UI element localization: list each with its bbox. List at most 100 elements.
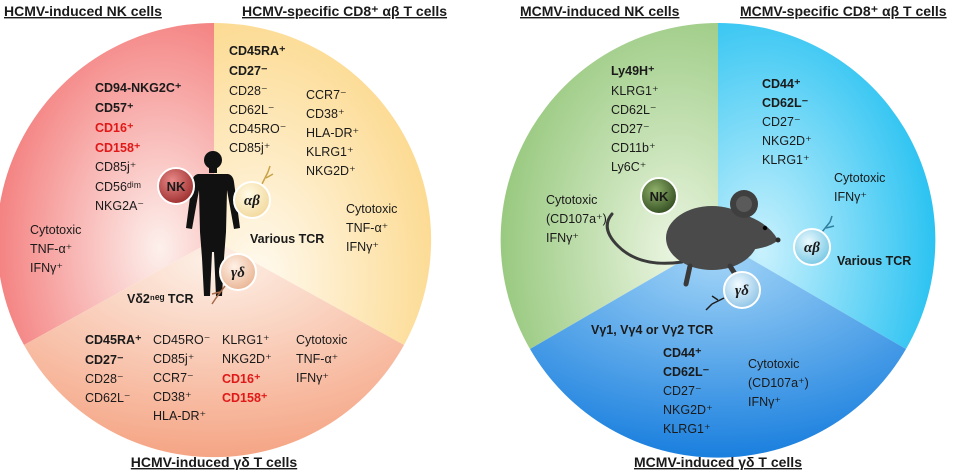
hcmv-nk-cell-label: NK <box>167 179 186 194</box>
function: Cytotoxic <box>546 193 597 207</box>
hcmv-gd-sector <box>24 240 404 458</box>
marker: CD27⁻ <box>663 384 702 398</box>
marker: KLRG1⁺ <box>762 153 810 167</box>
function: IFNγ⁺ <box>346 240 379 254</box>
function: Cytotoxic <box>30 223 81 237</box>
function: TNF-α⁺ <box>296 352 338 366</box>
function: TNF-α⁺ <box>346 221 388 235</box>
marker: CD27⁻ <box>611 122 650 136</box>
marker: CD45RA⁺ <box>229 44 286 58</box>
marker: NKG2D⁺ <box>762 134 812 148</box>
marker: CD45RO⁻ <box>153 333 210 347</box>
hcmv-nk-cell-icon: NK <box>157 167 195 205</box>
marker: CCR7⁻ <box>153 371 194 385</box>
hcmv-nk-function-list: Cytotoxic TNF-α⁺ IFNγ⁺ <box>30 223 81 275</box>
mcmv-cd8-marker-list: CD44⁺ CD62L⁻ CD27⁻ NKG2D⁺ KLRG1⁺ <box>762 77 812 167</box>
marker: CD57⁺ <box>95 101 134 115</box>
hcmv-gd-title: HCMV-induced γδ T cells <box>131 454 298 470</box>
marker: CD85j⁺ <box>153 352 194 366</box>
marker: CD94-NKG2C⁺ <box>95 81 182 95</box>
hcmv-gd-marker-list-3: KLRG1⁺ NKG2D⁺ CD16⁺ CD158⁺ <box>222 333 272 405</box>
function: (CD107a⁺) <box>546 212 607 226</box>
marker: CD27⁻ <box>762 115 801 129</box>
marker: NKG2D⁺ <box>222 352 272 366</box>
marker: CD158⁺ <box>222 391 268 405</box>
marker: CD44⁺ <box>762 77 801 91</box>
mcmv-gd-title: MCMV-induced γδ T cells <box>634 454 802 470</box>
hcmv-ab-cell-label: αβ <box>244 193 260 209</box>
marker: CD85j⁺ <box>229 141 270 155</box>
hcmv-gd-cell-label: γδ <box>231 265 245 281</box>
function: Cytotoxic <box>296 333 347 347</box>
marker: CD16⁺ <box>95 121 134 135</box>
marker: Ly49H⁺ <box>611 64 655 78</box>
hcmv-nk-sector <box>0 23 214 345</box>
hcmv-cd8-marker-list-2: CCR7⁻ CD38⁺ HLA-DR⁺ KLRG1⁺ NKG2D⁺ <box>306 88 359 178</box>
marker: CD28⁻ <box>229 84 268 98</box>
marker: CD45RA⁺ <box>85 333 142 347</box>
hcmv-gd-marker-list-1: CD45RA⁺ CD27⁻ CD28⁻ CD62L⁻ <box>85 333 142 405</box>
hcmv-nk-title: HCMV-induced NK cells <box>4 3 162 19</box>
mcmv-nk-sector <box>500 22 718 350</box>
marker: KLRG1⁺ <box>611 84 659 98</box>
function: (CD107a⁺) <box>748 376 809 390</box>
marker: HLA-DR⁺ <box>306 126 359 140</box>
marker: CD56ᵈⁱᵐ <box>95 180 141 194</box>
function: Cytotoxic <box>834 171 885 185</box>
mcmv-gd-cell-icon: γδ <box>705 271 761 311</box>
hcmv-cd8-marker-list-1: CD45RA⁺ CD27⁻ CD28⁻ CD62L⁻ CD45RO⁻ CD85j… <box>229 44 286 155</box>
function: TNF-α⁺ <box>30 242 72 256</box>
marker: CD27⁻ <box>229 64 268 78</box>
marker: KLRG1⁺ <box>663 422 711 436</box>
marker: CD16⁺ <box>222 372 261 386</box>
mcmv-gd-sector <box>530 240 906 458</box>
marker: CD62L⁻ <box>85 391 131 405</box>
marker: CD38⁺ <box>306 107 345 121</box>
mcmv-circle: NK αβ γδ Ly49H⁺ KLRG1⁺ CD62L⁻ CD27⁻ CD11… <box>500 22 936 458</box>
mcmv-nk-title: MCMV-induced NK cells <box>520 3 680 19</box>
marker: NKG2D⁺ <box>663 403 713 417</box>
marker: HLA-DR⁺ <box>153 409 206 423</box>
hcmv-cd8-title: HCMV-specific CD8⁺ αβ T cells <box>242 3 447 19</box>
mcmv-gd-function-list: Cytotoxic (CD107a⁺) IFNγ⁺ <box>748 357 809 409</box>
marker: CD62L⁻ <box>762 96 809 110</box>
marker: CD45RO⁻ <box>229 122 286 136</box>
mcmv-nk-cell-label: NK <box>650 189 669 204</box>
mcmv-nk-cell-icon: NK <box>640 177 678 215</box>
marker: CD158⁺ <box>95 141 141 155</box>
marker: CD27⁻ <box>85 353 124 367</box>
function: IFNγ⁺ <box>546 231 579 245</box>
mcmv-cd8-title: MCMV-specific CD8⁺ αβ T cells <box>740 3 947 19</box>
function: IFNγ⁺ <box>834 190 867 204</box>
mcmv-nk-marker-list: Ly49H⁺ KLRG1⁺ CD62L⁻ CD27⁻ CD11b⁺ Ly6C⁺ <box>611 64 659 174</box>
marker: CD38⁺ <box>153 390 192 404</box>
hcmv-gd-function-list: Cytotoxic TNF-α⁺ IFNγ⁺ <box>296 333 347 385</box>
function: IFNγ⁺ <box>748 395 781 409</box>
mcmv-gd-cell-label: γδ <box>735 283 749 299</box>
marker: CD11b⁺ <box>611 141 656 155</box>
marker: NKG2A⁻ <box>95 199 144 213</box>
function: Cytotoxic <box>346 202 397 216</box>
hcmv-circle: NK αβ γδ CD94-NKG2C⁺ CD57⁺ CD16⁺ CD158⁺ … <box>0 22 432 458</box>
hcmv-gd-marker-list-2: CD45RO⁻ CD85j⁺ CCR7⁻ CD38⁺ HLA-DR⁺ <box>153 333 210 423</box>
function: IFNγ⁺ <box>30 261 63 275</box>
marker: CD44⁺ <box>663 346 702 360</box>
mcmv-cd8-function-list: Cytotoxic IFNγ⁺ <box>834 171 885 204</box>
mcmv-ab-cell-icon: αβ <box>793 215 835 266</box>
mcmv-gd-marker-list: CD44⁺ CD62L⁻ CD27⁻ NKG2D⁺ KLRG1⁺ <box>663 346 713 436</box>
hcmv-gd-tcr-label: Vδ2ⁿᵉᵍ TCR <box>127 292 194 306</box>
marker: CD28⁻ <box>85 372 124 386</box>
marker: CD62L⁻ <box>229 103 275 117</box>
hcmv-cd8-function-list: Cytotoxic TNF-α⁺ IFNγ⁺ <box>346 202 397 254</box>
mcmv-nk-function-list: Cytotoxic (CD107a⁺) IFNγ⁺ <box>546 193 607 245</box>
marker: CD85j⁺ <box>95 160 136 174</box>
function: Cytotoxic <box>748 357 799 371</box>
marker: CD62L⁻ <box>611 103 657 117</box>
mcmv-ab-cell-label: αβ <box>804 240 820 256</box>
mcmv-cd8-tcr-label: Various TCR <box>837 254 911 268</box>
human-silhouette-icon <box>186 151 240 296</box>
mcmv-gd-tcr-label: Vγ1, Vγ4 or Vγ2 TCR <box>591 323 713 337</box>
hcmv-cd8-tcr-label: Various TCR <box>250 232 324 246</box>
marker: KLRG1⁺ <box>306 145 354 159</box>
